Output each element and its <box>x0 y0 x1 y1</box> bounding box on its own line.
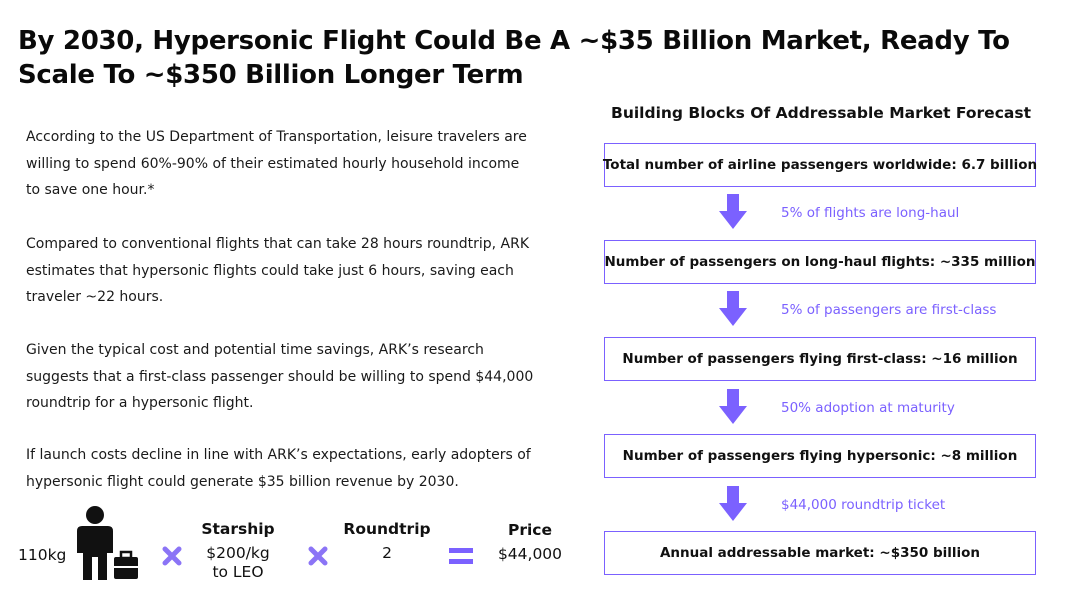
roundtrip-value: 2 <box>382 544 392 562</box>
step-label-adoption: 50% adoption at maturity <box>781 400 955 416</box>
flow-box-first-class: Number of passengers flying first-class:… <box>604 337 1036 381</box>
down-arrow-icon <box>719 389 747 424</box>
suitcase-icon <box>114 550 138 579</box>
multiply-icon <box>308 546 328 566</box>
flow-box-hypersonic: Number of passengers flying hypersonic: … <box>604 434 1036 478</box>
step-label-ticket-price: $44,000 roundtrip ticket <box>781 497 946 513</box>
price-value: $44,000 <box>497 545 563 563</box>
down-arrow-icon <box>719 291 747 326</box>
paragraph-willingness-to-pay: Given the typical cost and potential tim… <box>26 342 534 411</box>
starship-value-line2: to LEO <box>212 563 264 581</box>
step-label-first-class: 5% of passengers are first-class <box>781 302 997 318</box>
flow-box-total-passengers: Total number of airline passengers world… <box>603 143 1037 187</box>
step-label-long-haul: 5% of flights are long-haul <box>781 205 960 221</box>
price-column: Price $44,000 <box>488 521 572 564</box>
paragraph-time-savings: Compared to conventional flights that ca… <box>26 236 530 305</box>
starship-value-line1: $200/kg <box>206 544 270 562</box>
weight-label: 110kg <box>18 546 67 564</box>
page-title: By 2030, Hypersonic Flight Could Be A ~$… <box>18 26 1010 90</box>
starship-header: Starship <box>201 520 275 538</box>
equals-icon <box>449 548 473 564</box>
roundtrip-column: Roundtrip 2 <box>336 520 438 563</box>
price-header: Price <box>507 521 553 539</box>
starship-column: Starship $200/kg to LEO <box>190 520 286 582</box>
flowchart-title: Building Blocks Of Addressable Market Fo… <box>611 104 1031 122</box>
roundtrip-header: Roundtrip <box>343 520 431 538</box>
down-arrow-icon <box>719 194 747 229</box>
down-arrow-icon <box>719 486 747 521</box>
flow-box-long-haul: Number of passengers on long-haul flight… <box>604 240 1036 284</box>
paragraph-revenue-forecast: If launch costs decline in line with ARK… <box>26 447 531 490</box>
person-icon <box>77 506 138 580</box>
multiply-icon <box>162 546 182 566</box>
paragraph-dot-survey: According to the US Department of Transp… <box>26 129 527 198</box>
flow-box-addressable-market: Annual addressable market: ~$350 billion <box>604 531 1036 575</box>
